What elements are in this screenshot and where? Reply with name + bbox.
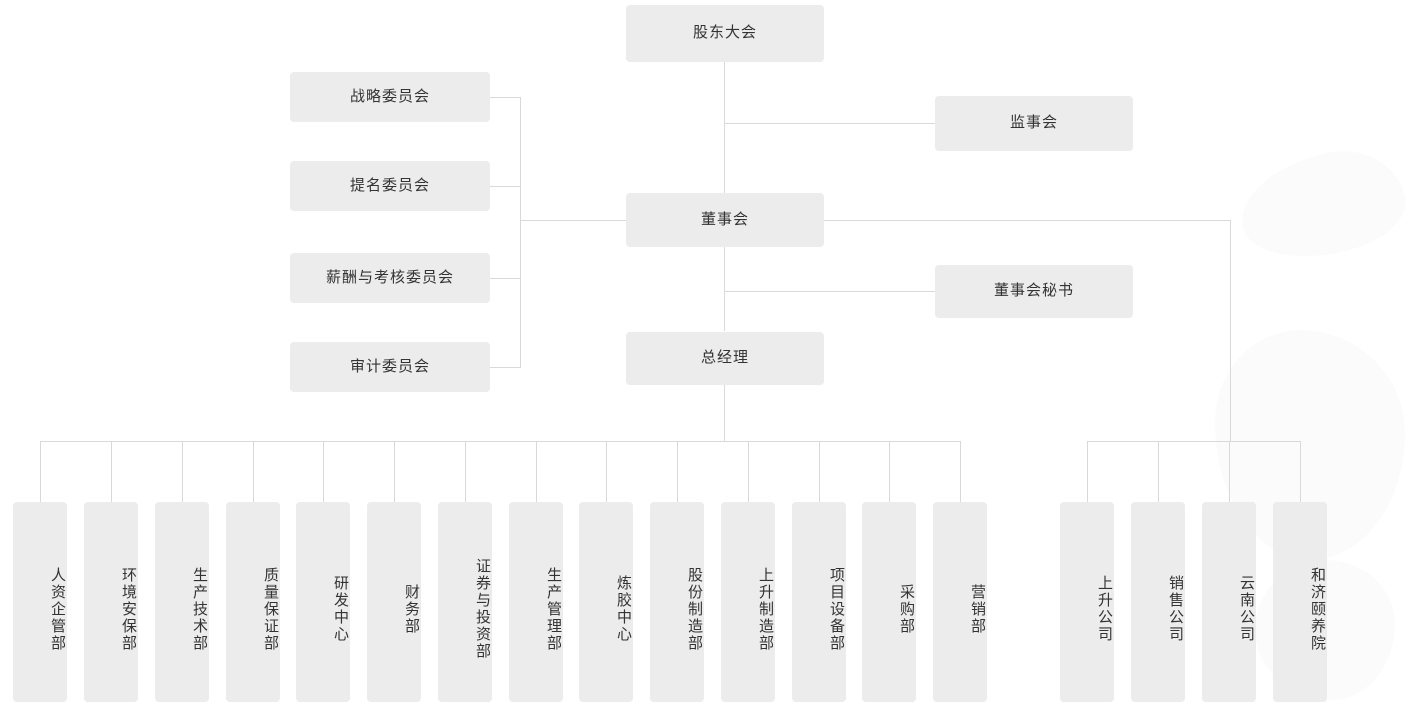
node-department-procurement[interactable]: 采购部 (862, 502, 916, 702)
connector-spine-board-to-manager (724, 247, 725, 331)
connector-department-drop (111, 441, 112, 502)
node-board-of-supervisors[interactable]: 监事会 (935, 96, 1133, 151)
node-shareholders-meeting[interactable]: 股东大会 (626, 5, 824, 62)
node-department-environment-security[interactable]: 环境安保部 (84, 502, 138, 702)
connector-department-drop (465, 441, 466, 502)
node-board-secretary[interactable]: 董事会秘书 (935, 265, 1133, 318)
node-department-finance[interactable]: 财务部 (367, 502, 421, 702)
connector-department-drop (960, 441, 961, 502)
node-department-shangsheng-manufacturing[interactable]: 上升制造部 (721, 502, 775, 702)
node-committee-nomination[interactable]: 提名委员会 (290, 161, 490, 211)
node-department-shares-manufacturing[interactable]: 股份制造部 (650, 502, 704, 702)
connector-subsidiary-drop (1087, 441, 1088, 502)
connector-manager-to-dept-bus (724, 385, 725, 442)
node-department-production-management[interactable]: 生产管理部 (509, 502, 563, 702)
node-department-rd-center[interactable]: 研发中心 (296, 502, 350, 702)
node-general-manager[interactable]: 总经理 (626, 332, 824, 385)
connector-committee-bus-to-board (520, 220, 626, 221)
connector-subsidiary-branch-drop (1230, 220, 1231, 442)
connector-committee-2 (490, 186, 521, 187)
connector-department-drop (819, 441, 820, 502)
connector-department-drop (677, 441, 678, 502)
connector-department-drop (323, 441, 324, 502)
node-department-project-equipment[interactable]: 项目设备部 (792, 502, 846, 702)
connector-committee-1 (490, 97, 521, 98)
connector-department-bus (40, 441, 961, 442)
node-subsidiary-yunnan-company[interactable]: 云南公司 (1202, 502, 1256, 702)
connector-department-drop (253, 441, 254, 502)
connector-board-supervisors (724, 123, 935, 124)
connector-department-drop (394, 441, 395, 502)
node-subsidiary-shangsheng-company[interactable]: 上升公司 (1060, 502, 1114, 702)
connector-subsidiary-drop (1300, 441, 1301, 502)
connector-department-drop (748, 441, 749, 502)
connector-department-drop (40, 441, 41, 502)
node-department-marketing[interactable]: 营销部 (933, 502, 987, 702)
node-department-hr-enterprise-mgmt[interactable]: 人资企管部 (13, 502, 67, 702)
node-committee-compensation-appraisal[interactable]: 薪酬与考核委员会 (290, 253, 490, 303)
node-committee-strategy[interactable]: 战略委员会 (290, 72, 490, 122)
node-committee-audit[interactable]: 审计委员会 (290, 342, 490, 392)
connector-subsidiary-drop (1229, 441, 1230, 502)
connector-subsidiary-bus (1087, 441, 1301, 442)
node-subsidiary-heji-nursing-home[interactable]: 和济颐养院 (1273, 502, 1327, 702)
connector-subsidiary-drop (1158, 441, 1159, 502)
node-board-of-directors[interactable]: 董事会 (626, 193, 824, 247)
connector-department-drop (889, 441, 890, 502)
connector-committee-bus (520, 97, 521, 368)
connector-committee-3 (490, 278, 521, 279)
connector-spine-shareholders-to-board (724, 62, 725, 195)
node-department-rubber-mixing-center[interactable]: 炼胶中心 (579, 502, 633, 702)
background-watermark-shape (1231, 138, 1409, 272)
node-department-quality-assurance[interactable]: 质量保证部 (226, 502, 280, 702)
node-department-production-technology[interactable]: 生产技术部 (155, 502, 209, 702)
connector-department-drop (536, 441, 537, 502)
connector-committee-4 (490, 367, 521, 368)
node-department-securities-investment[interactable]: 证券与投资部 (438, 502, 492, 702)
connector-board-to-subsidiary-branch (824, 220, 1231, 221)
node-subsidiary-sales-company[interactable]: 销售公司 (1131, 502, 1185, 702)
connector-department-drop (606, 441, 607, 502)
connector-department-drop (182, 441, 183, 502)
connector-board-secretary (724, 291, 935, 292)
